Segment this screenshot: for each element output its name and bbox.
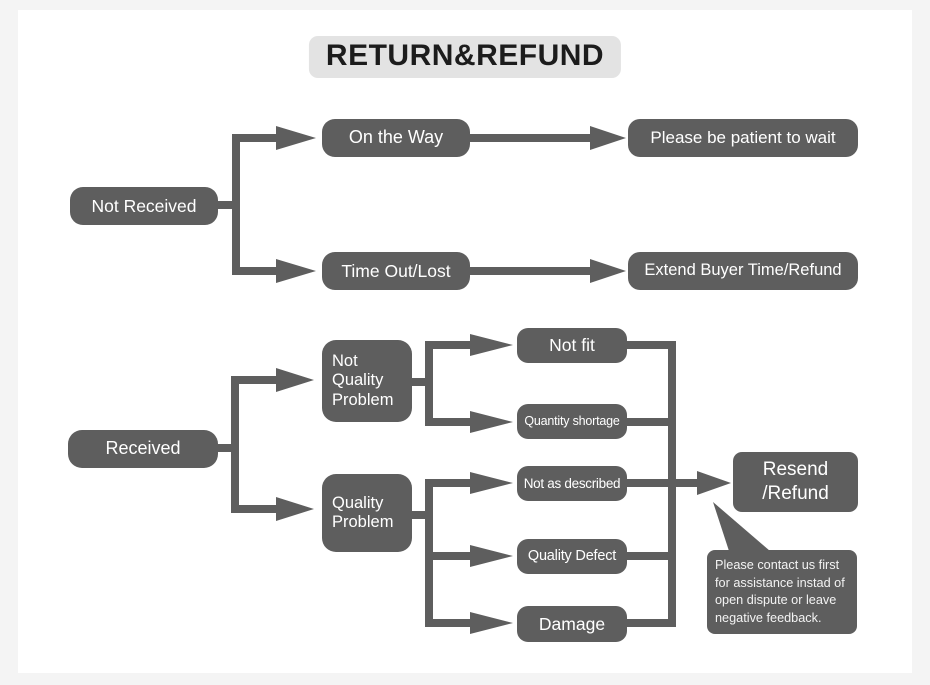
node-not-received: Not Received <box>70 187 218 225</box>
node-not-as-described: Not as described <box>517 466 627 501</box>
node-not-quality-problem: Not Quality Problem <box>322 340 412 422</box>
arrowhead-resend-icon <box>697 471 731 495</box>
arrowhead-quality-defect-icon <box>470 545 513 567</box>
node-quality-problem: Quality Problem <box>322 474 412 552</box>
arrowhead-not-fit-icon <box>470 334 513 356</box>
diagram-title: RETURN&REFUND <box>308 36 622 78</box>
callout-tail-icon <box>713 502 770 551</box>
node-received: Received <box>68 430 218 468</box>
node-time-out-lost: Time Out/Lost <box>322 252 470 290</box>
node-not-fit: Not fit <box>517 328 627 363</box>
node-extend-buyer-time-refund: Extend Buyer Time/Refund <box>628 252 858 290</box>
arrowhead-please-wait-icon <box>590 126 626 150</box>
node-quantity-shortage: Quantity shortage <box>517 404 627 439</box>
node-quality-defect: Quality Defect <box>517 539 627 574</box>
node-damage: Damage <box>517 606 627 642</box>
arrowhead-quality-icon <box>276 497 314 521</box>
node-resend-refund: Resend /Refund <box>733 452 858 512</box>
arrowhead-on-the-way-icon <box>276 126 316 150</box>
arrowhead-time-out-lost-icon <box>276 259 316 283</box>
node-please-be-patient: Please be patient to wait <box>628 119 858 157</box>
contact-note-callout: Please contact us first for assistance i… <box>707 550 857 635</box>
node-on-the-way: On the Way <box>322 119 470 157</box>
arrowhead-not-described-icon <box>470 472 513 494</box>
arrowhead-not-quality-icon <box>276 368 314 392</box>
arrowhead-extend-refund-icon <box>590 259 626 283</box>
arrowhead-damage-icon <box>470 612 513 634</box>
arrowhead-qty-shortage-icon <box>470 411 513 433</box>
